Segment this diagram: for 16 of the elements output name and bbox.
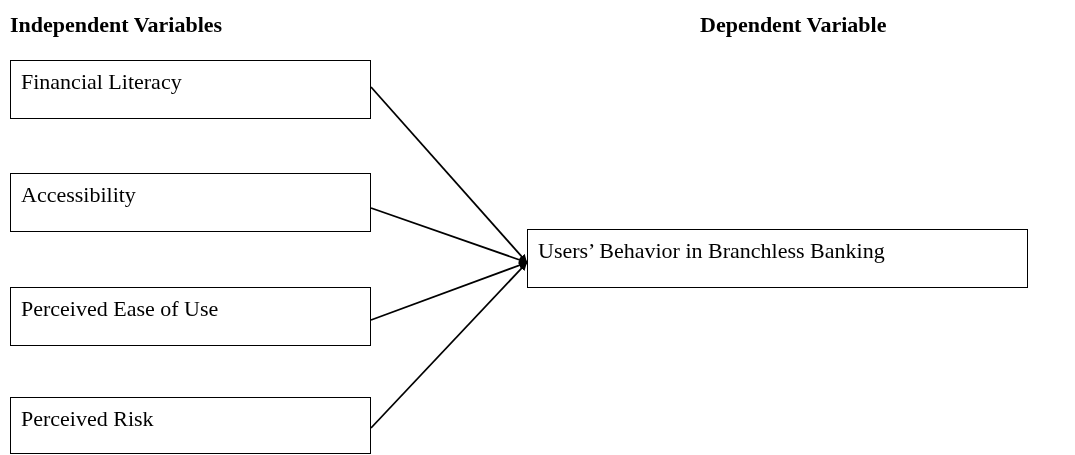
column-heading: Independent Variables bbox=[10, 12, 223, 38]
column-heading: Dependent Variable bbox=[700, 12, 887, 38]
arrow bbox=[370, 207, 528, 264]
variable-box bbox=[10, 173, 371, 232]
variable-name: Perceived Risk bbox=[21, 406, 154, 432]
arrow bbox=[370, 261, 528, 429]
variable-box bbox=[10, 60, 371, 119]
variable-box bbox=[10, 397, 371, 454]
variable-box bbox=[10, 287, 371, 346]
arrow bbox=[370, 86, 528, 264]
variable-name: Perceived Ease of Use bbox=[21, 296, 219, 322]
variable-name: Users’ Behavior in Branchless Banking bbox=[538, 238, 885, 264]
variable-name: Accessibility bbox=[21, 182, 136, 208]
arrow bbox=[370, 261, 528, 321]
variable-name: Financial Literacy bbox=[21, 69, 182, 95]
variable-box bbox=[527, 229, 1028, 288]
